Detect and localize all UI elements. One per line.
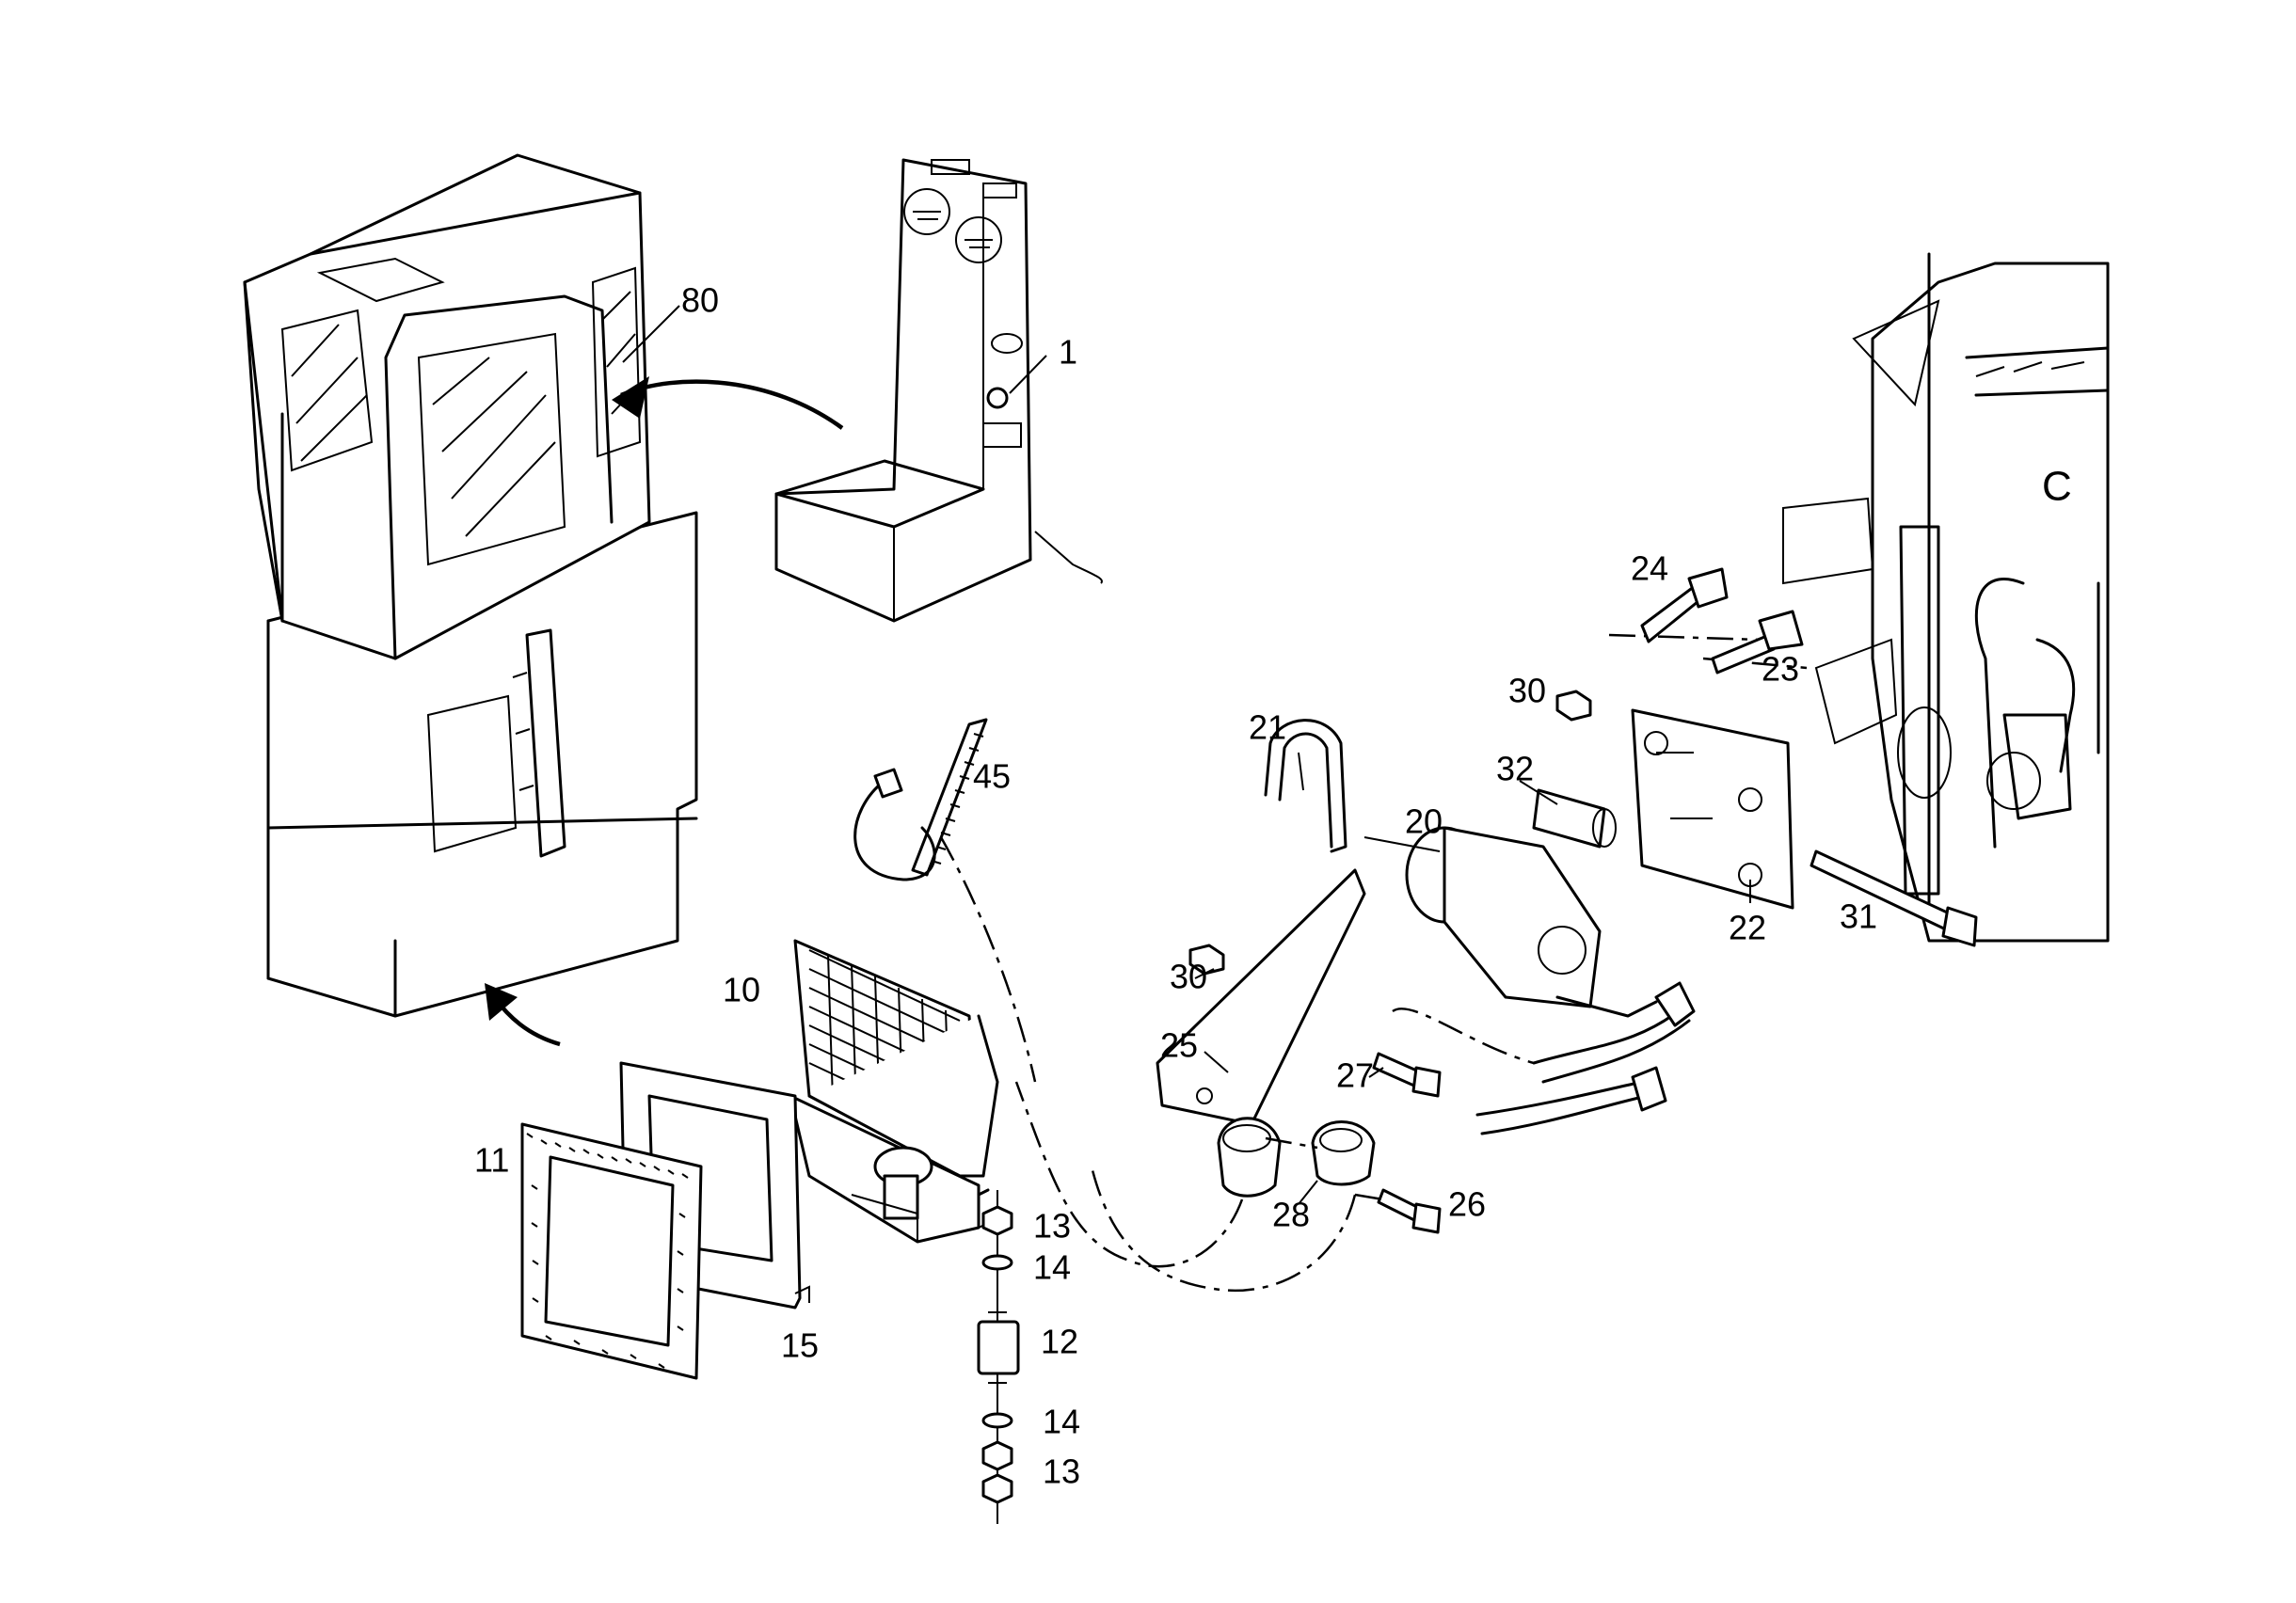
callout-12: 12	[1041, 1323, 1078, 1361]
callout-32: 32	[1496, 750, 1534, 788]
callout-11: 11	[474, 1141, 509, 1180]
callout-14-upper: 14	[1033, 1248, 1071, 1287]
callout-20: 20	[1405, 802, 1443, 841]
callout-21: 21	[1249, 708, 1286, 747]
callout-31: 31	[1840, 897, 1877, 936]
base-arrow	[485, 983, 561, 1047]
compressor-bracket	[939, 567, 1978, 1293]
callout-1: 1	[1059, 333, 1077, 372]
evaporator-unit	[789, 939, 999, 1244]
callout-80: 80	[681, 281, 719, 320]
callout-25: 25	[1160, 1026, 1198, 1065]
callout-10: 10	[723, 971, 760, 1009]
svg-text:C: C	[2042, 464, 2072, 510]
frame-gasket	[520, 1061, 810, 1380]
cable-harness	[853, 718, 988, 881]
callout-15: 15	[781, 1326, 819, 1365]
callout-26: 26	[1448, 1185, 1486, 1224]
callout-13-lower: 13	[1043, 1452, 1080, 1491]
callout-28: 28	[1272, 1196, 1310, 1234]
engine-partial: C	[1782, 252, 2110, 943]
callout-labels: 80 1 45 10 11 15 13 14 12 14 13 21 20 32…	[474, 281, 1877, 1491]
callout-13-upper: 13	[1033, 1207, 1071, 1246]
callout-30-upper: 30	[1508, 672, 1546, 710]
callout-30-lower: 30	[1170, 958, 1207, 996]
callout-14-lower: 14	[1043, 1403, 1080, 1441]
callout-24: 24	[1631, 549, 1668, 588]
callout-27: 27	[1336, 1056, 1374, 1095]
callout-22: 22	[1729, 909, 1766, 947]
seat-console	[774, 158, 1103, 623]
callout-23: 23	[1762, 650, 1799, 689]
compressor	[1405, 826, 1658, 1018]
leader-lines	[1194, 752, 1751, 1205]
mount-stack	[977, 1190, 1020, 1524]
cab-assembly	[243, 153, 844, 1018]
callout-45: 45	[973, 757, 1011, 796]
